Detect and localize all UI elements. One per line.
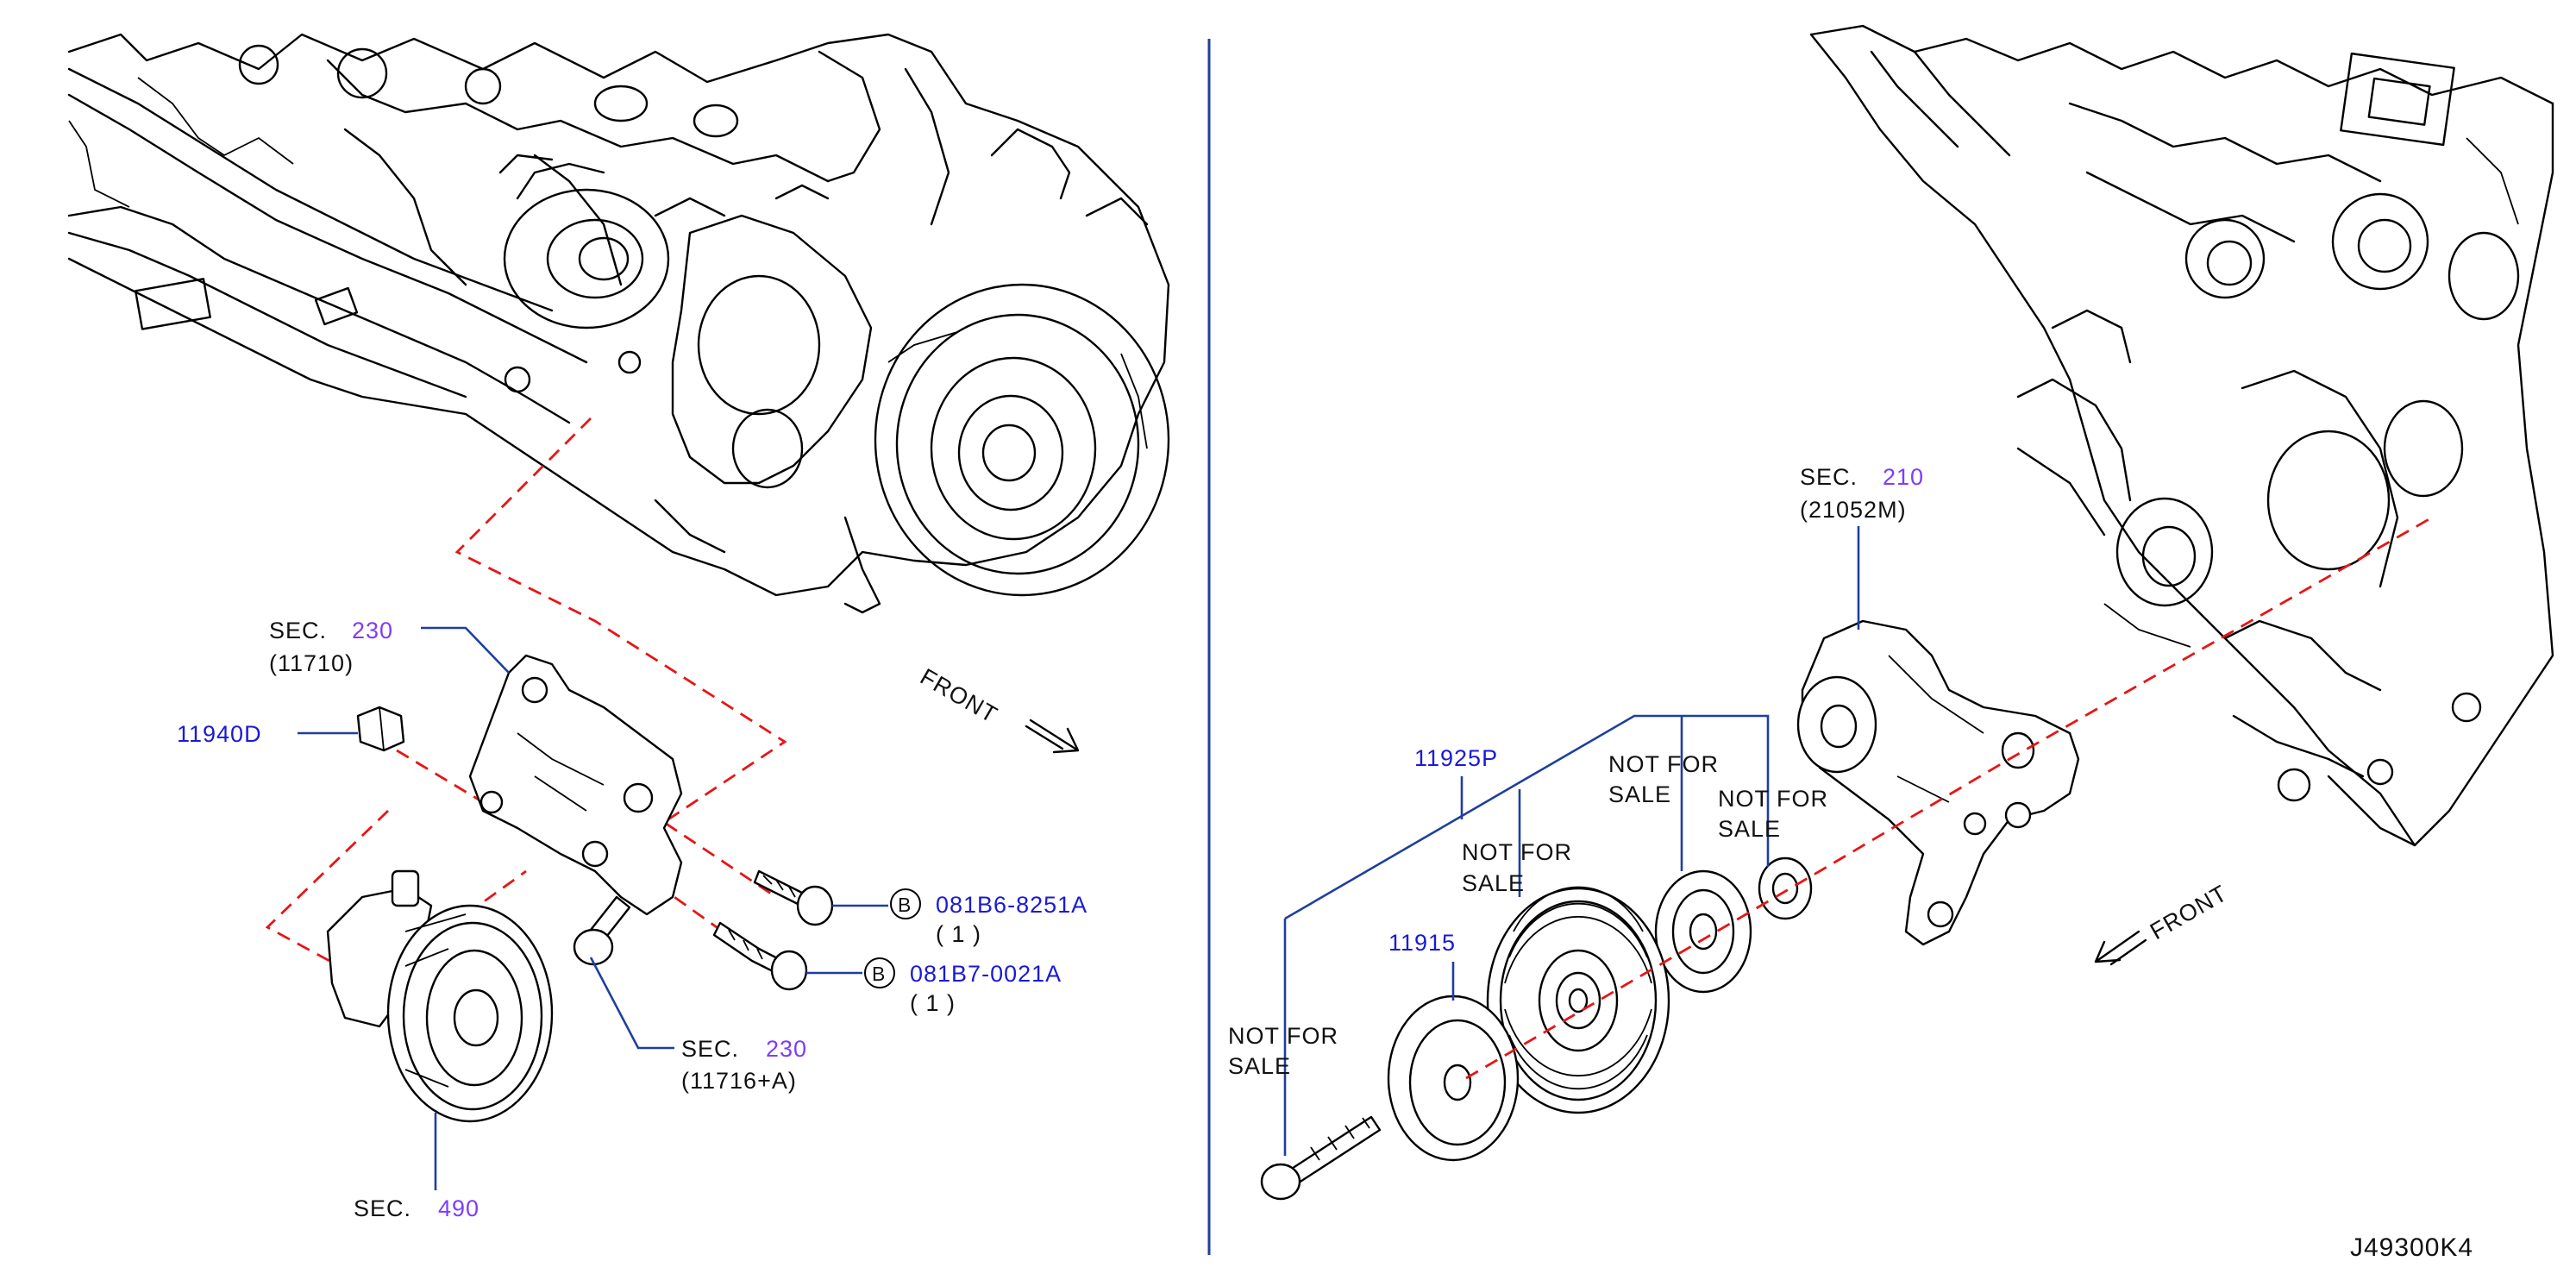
front-label-left: FRONT	[916, 663, 1002, 728]
not-for-sale-spacer-line1: NOT FOR	[1718, 786, 1828, 812]
not-for-sale-pulley-line2: SALE	[1462, 870, 1525, 896]
sec-210-prefix: SEC.	[1800, 464, 1858, 490]
bolt-081B7	[712, 921, 808, 991]
pulley-bolt	[1260, 1115, 1382, 1201]
sec-230-bolt-ref[interactable]: 230	[766, 1036, 807, 1062]
bolt-sec-230-11716	[573, 895, 631, 966]
sec-230-bolt-sub: (11716+A)	[681, 1068, 797, 1094]
right-assembly-dashed-lines	[1465, 516, 2433, 1080]
spacer-part	[1758, 856, 1813, 920]
not-for-sale-bolt-line2: SALE	[1228, 1053, 1291, 1079]
bolt-badge-b-2-text: B	[872, 963, 886, 985]
not-for-sale-spacer-line2: SALE	[1718, 816, 1781, 842]
tensioner-bracket	[1796, 619, 2080, 946]
front-direction-indicator-left: FRONT	[916, 663, 1080, 754]
part-number-081B6-8251A[interactable]: 081B6-8251A	[936, 892, 1087, 918]
part-number-11915[interactable]: 11915	[1388, 930, 1456, 956]
right-engine-illustration	[1809, 24, 2554, 847]
not-for-sale-pulley-line1: NOT FOR	[1462, 839, 1572, 865]
bolt-081B6	[753, 869, 834, 926]
idler-pulley-part	[1486, 886, 1670, 1114]
front-label-right: FRONT	[2146, 880, 2232, 944]
sec-490-ref[interactable]: 490	[438, 1195, 479, 1221]
bolt-badge-b-2	[864, 957, 895, 988]
idler-washer-part	[1654, 869, 1752, 994]
diagram-code: J49300K4	[2350, 1233, 2473, 1262]
pulley-plate-11915	[1387, 995, 1520, 1162]
bolt-2-quantity: ( 1 )	[910, 990, 956, 1016]
bolt-badge-b-1	[890, 888, 921, 919]
clip-part-11940D	[356, 706, 405, 752]
sec-230-bolt-prefix: SEC.	[681, 1036, 739, 1062]
sec-210-ref[interactable]: 210	[1883, 464, 1924, 490]
part-number-081B7-0021A[interactable]: 081B7-0021A	[910, 961, 1062, 987]
bolt-1-quantity: ( 1 )	[936, 921, 981, 947]
sec-230-bracket-ref[interactable]: 230	[352, 618, 393, 643]
not-for-sale-bolt-line1: NOT FOR	[1228, 1023, 1338, 1049]
bolt-badge-b-1-text: B	[898, 894, 912, 916]
part-number-11925P[interactable]: 11925P	[1414, 745, 1498, 771]
left-leader-lines	[298, 626, 888, 1190]
sec-210-sub: (21052M)	[1800, 497, 1907, 523]
sec-230-bracket-prefix: SEC.	[269, 618, 327, 643]
sec-490-prefix: SEC.	[354, 1195, 411, 1221]
part-number-11940D[interactable]: 11940D	[177, 721, 262, 747]
left-engine-illustration	[67, 33, 1170, 614]
right-leader-lines	[1283, 526, 1860, 1156]
sec-230-bracket-sub: (11710)	[269, 650, 354, 676]
front-direction-indicator-right: FRONT	[2094, 880, 2232, 966]
not-for-sale-washer-line2: SALE	[1608, 781, 1671, 807]
not-for-sale-washer-line1: NOT FOR	[1608, 751, 1719, 777]
power-steering-pump	[326, 869, 554, 1123]
pump-bracket	[468, 654, 683, 916]
